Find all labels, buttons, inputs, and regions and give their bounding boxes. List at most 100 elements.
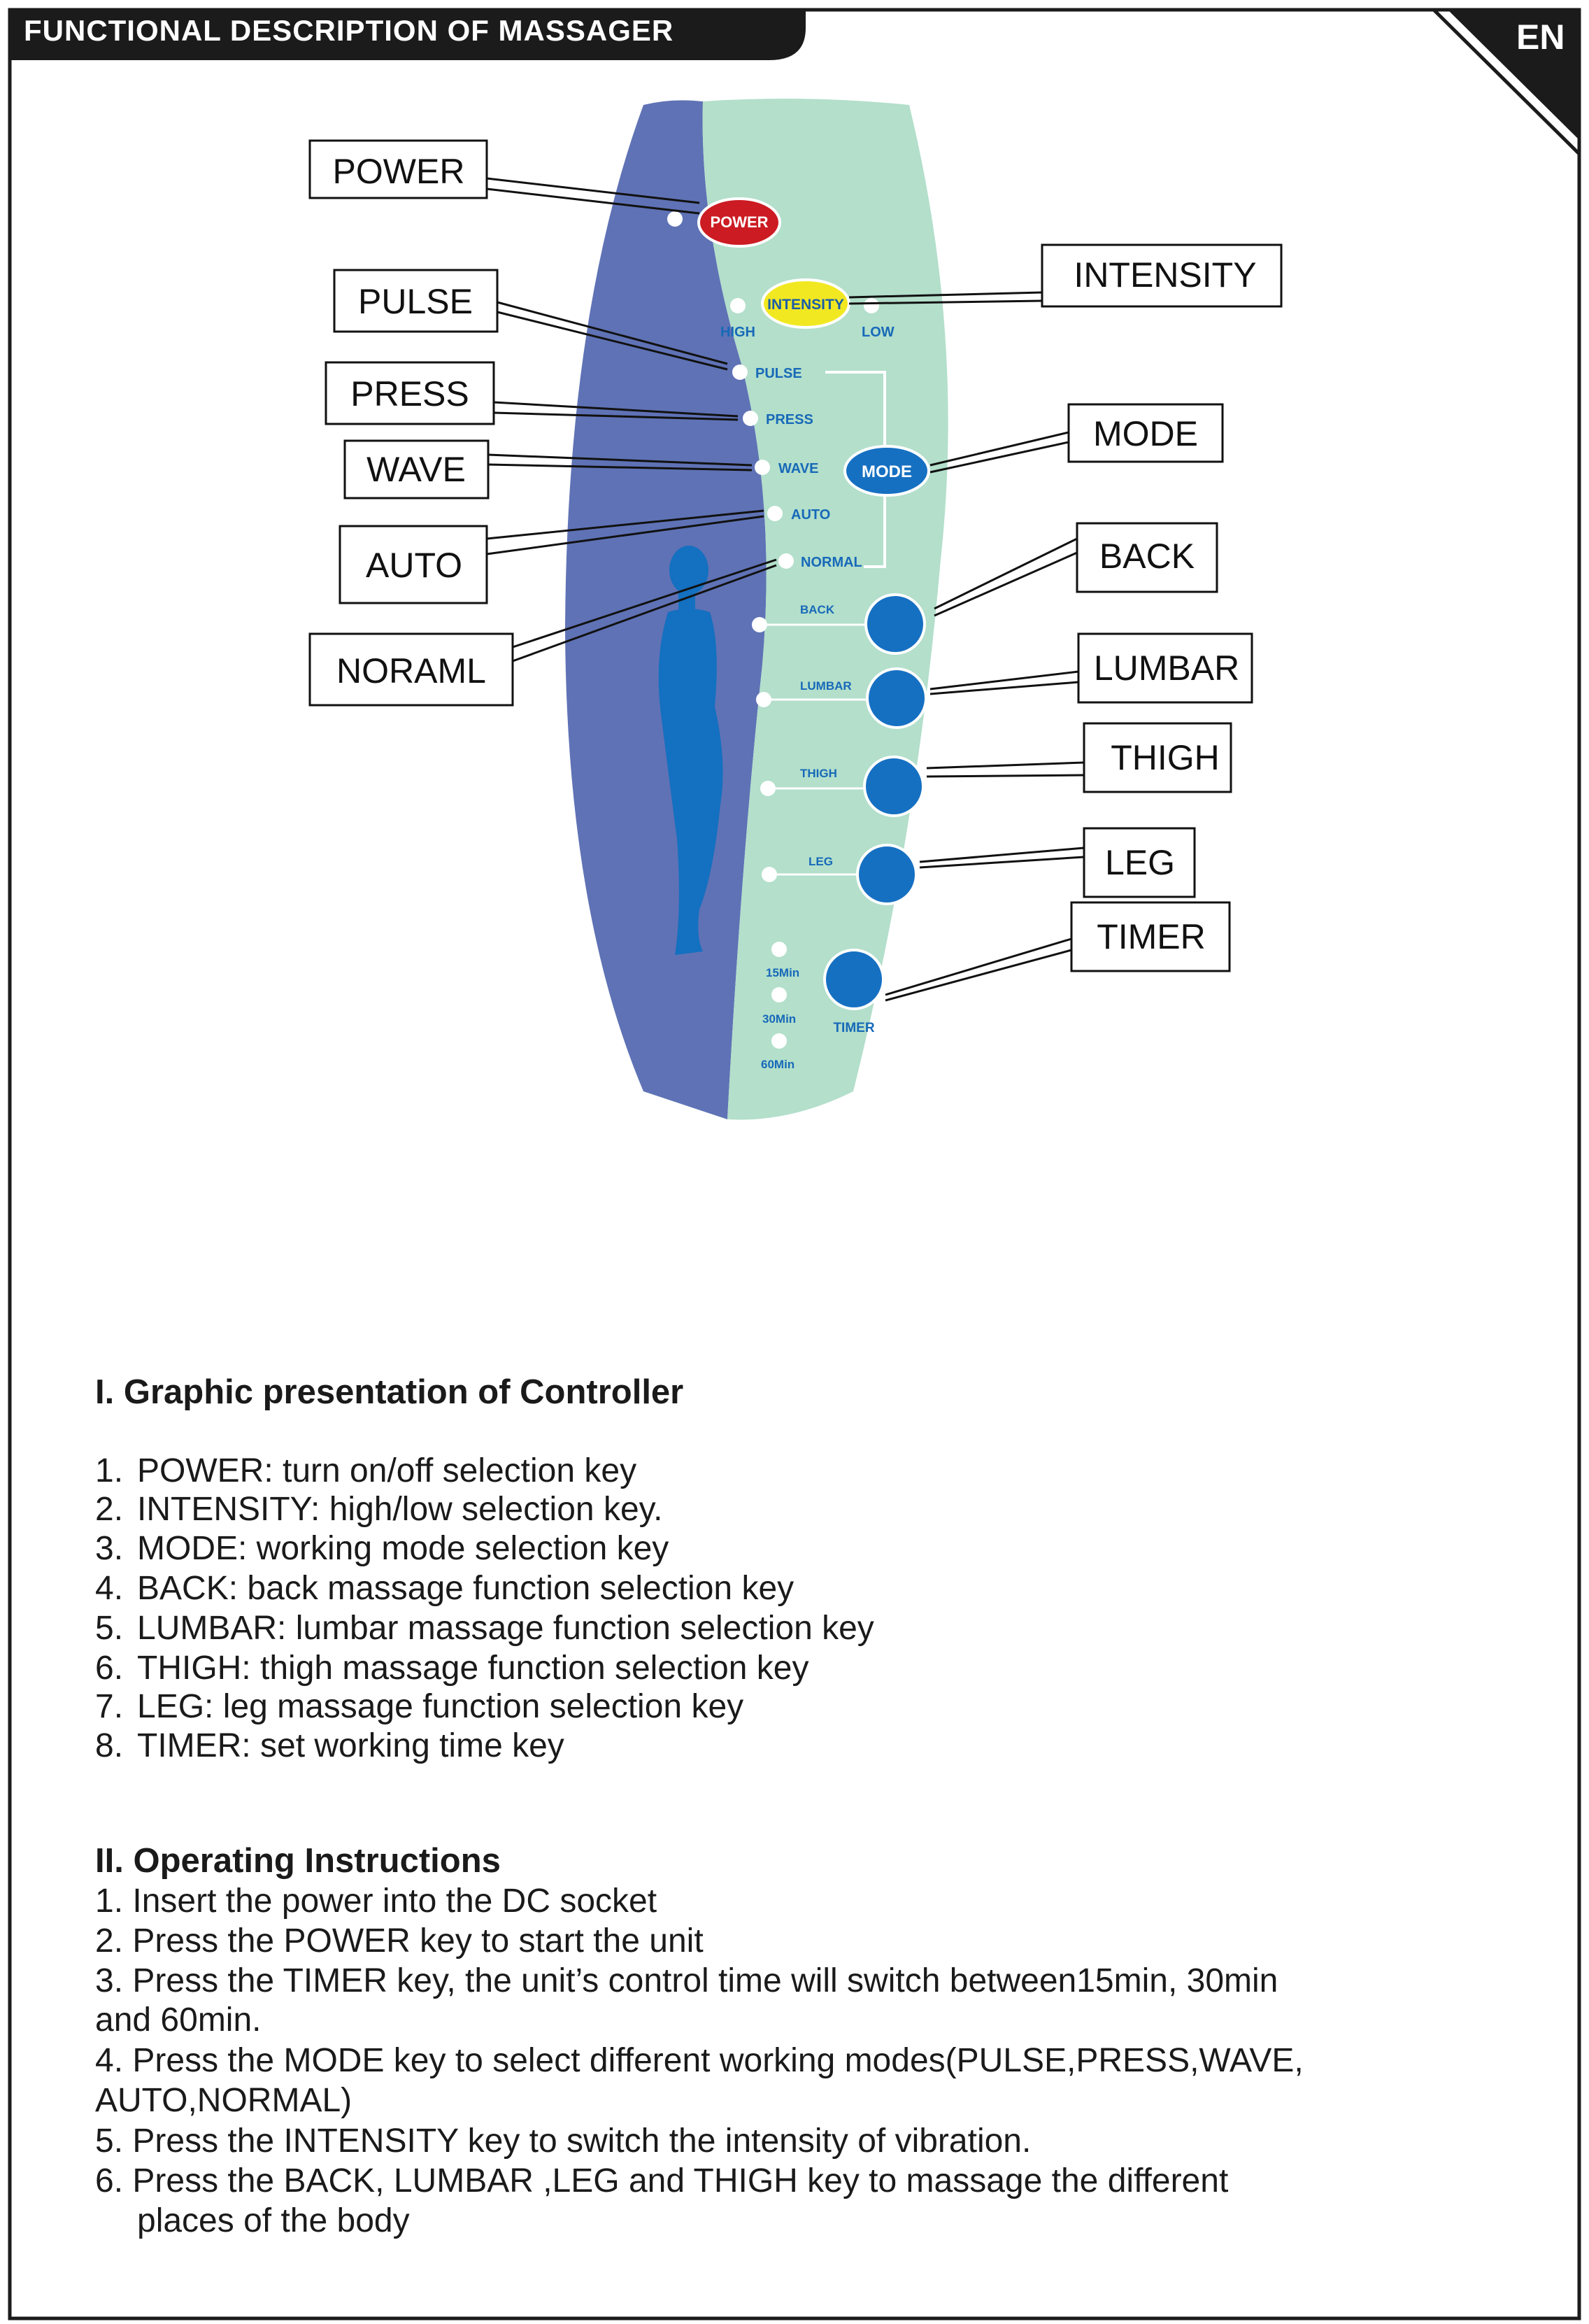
- callout-back: BACK: [1099, 537, 1195, 576]
- mode-button[interactable]: [843, 445, 930, 497]
- list-item-text: POWER: turn on/off selection key: [137, 1452, 637, 1489]
- back-indicator: [752, 617, 767, 632]
- list-item-num: 8.: [95, 1727, 124, 1764]
- callout-wave: WAVE: [366, 450, 466, 489]
- list-item-text: INTENSITY: high/low selection key.: [137, 1491, 663, 1528]
- high-indicator: [730, 298, 746, 313]
- list-item: 4. BACK: back massage function selection …: [95, 1569, 794, 1608]
- thigh-panel-label: THIGH: [800, 767, 837, 780]
- list-item: 6. THIGH: thigh massage function selectio…: [95, 1649, 808, 1687]
- wave-label: WAVE: [778, 461, 818, 476]
- callout-intensity: INTENSITY: [1074, 255, 1256, 295]
- list-item-num: 4.: [95, 1570, 124, 1607]
- callout-thigh: THIGH: [1111, 738, 1220, 777]
- power-button-label: POWER: [710, 213, 768, 231]
- header-title: FUNCTIONAL DESCRIPTION OF MASSAGER: [24, 14, 674, 47]
- timer-button-label: TIMER: [833, 1021, 874, 1035]
- callout-timer: TIMER: [1097, 917, 1206, 956]
- remote-back-shape: [565, 100, 767, 1119]
- low-label: LOW: [862, 325, 895, 340]
- callout-power: POWER: [333, 152, 465, 191]
- list-item-text: MODE: working mode selection key: [137, 1530, 669, 1567]
- lang-badge: EN: [1516, 17, 1565, 57]
- body-figure: [658, 546, 723, 955]
- list-item-text: LEG: leg massage function selection key: [137, 1688, 744, 1725]
- callout-mode: MODE: [1093, 414, 1198, 453]
- normal-label: NORMAL: [801, 555, 862, 570]
- mode-button-label: MODE: [862, 462, 912, 481]
- panel-controls: POWER INTENSITY HIGH LOW PULSE PRESS WAV…: [667, 197, 930, 1071]
- lumbar-indicator: [756, 692, 771, 707]
- list-item: 3. MODE: working mode selection key: [95, 1529, 669, 1568]
- pulse-indicator: [732, 364, 748, 380]
- callout-normal: NORAML: [336, 651, 486, 690]
- list-item-num: 7.: [95, 1688, 124, 1725]
- wave-indicator: [755, 460, 770, 475]
- instruction-line: 6. Press the BACK, LUMBAR ,LEG and THIGH…: [95, 2162, 1229, 2199]
- callouts: [308, 139, 1283, 1002]
- power-indicator: [667, 211, 683, 227]
- timer-15-indicator: [771, 942, 787, 957]
- instruction-line: AUTO,NORMAL): [95, 2082, 352, 2119]
- instruction-line: 3. Press the TIMER key, the unit’s contr…: [95, 1962, 1278, 1999]
- instruction-line: and 60min.: [95, 2001, 262, 2039]
- lumbar-button[interactable]: [866, 667, 927, 729]
- high-label: HIGH: [720, 325, 755, 340]
- list-item: 8. TIMER: set working time key: [95, 1727, 564, 1765]
- callout-pulse: PULSE: [358, 282, 473, 321]
- list-item: 2.INTENSITY: high/low selection key.: [95, 1490, 662, 1529]
- header-tab: [10, 10, 804, 59]
- list-item-text: BACK: back massage function selection ke…: [137, 1570, 794, 1607]
- controller-diagram: POWER INTENSITY HIGH LOW PULSE PRESS WAV…: [308, 99, 1283, 1120]
- list-item-num: 6.: [95, 1650, 124, 1687]
- list-item-num: 5.: [95, 1610, 124, 1647]
- section1-heading: I. Graphic presentation of Controller: [95, 1373, 684, 1411]
- instruction-line: places of the body: [137, 2202, 410, 2239]
- normal-indicator: [778, 553, 794, 569]
- auto-indicator: [767, 506, 783, 521]
- section2-heading: II. Operating Instructions: [95, 1842, 501, 1880]
- list-item-num: 1.: [95, 1452, 124, 1489]
- lang-corner: [1448, 10, 1579, 140]
- timer-30-label: 30Min: [762, 1012, 796, 1026]
- instruction-line: 4. Press the MODE key to select differen…: [95, 2042, 1304, 2079]
- lumbar-panel-label: LUMBAR: [800, 679, 852, 693]
- instruction-line: 2. Press the POWER key to start the unit: [95, 1922, 704, 1960]
- list-item-text: THIGH: thigh massage function selection …: [137, 1650, 809, 1687]
- auto-label: AUTO: [791, 507, 830, 523]
- callout-labels: POWER PULSE PRESS WAVE AUTO NORAML INTEN…: [333, 152, 1257, 956]
- list-item: 1. POWER: turn on/off selection key: [95, 1452, 636, 1490]
- back-button[interactable]: [864, 593, 926, 655]
- thigh-button[interactable]: [863, 756, 925, 817]
- list-item-text: TIMER: set working time key: [137, 1727, 564, 1764]
- timer-60-indicator: [771, 1033, 787, 1049]
- timer-button[interactable]: [823, 949, 885, 1010]
- timer-15-label: 15Min: [766, 966, 799, 979]
- timer-30-indicator: [771, 987, 787, 1002]
- instruction-line: 1. Insert the power into the DC socket: [95, 1883, 657, 1920]
- list-item-num: 3.: [95, 1530, 124, 1567]
- mode-bracket-bottom: [864, 493, 886, 568]
- leg-panel-label: LEG: [808, 855, 833, 868]
- instruction-line: 5. Press the INTENSITY key to switch the…: [95, 2123, 1032, 2160]
- callout-press: PRESS: [350, 374, 469, 413]
- leg-button[interactable]: [856, 844, 918, 905]
- list-item: 7. LEG: leg massage function selection ke…: [95, 1687, 743, 1726]
- callout-lumbar: LUMBAR: [1094, 649, 1239, 688]
- press-label: PRESS: [766, 412, 813, 427]
- callout-leg: LEG: [1105, 843, 1175, 882]
- list-item-text: LUMBAR: lumbar massage function selectio…: [137, 1610, 874, 1647]
- press-indicator: [743, 411, 758, 426]
- intensity-button-label: INTENSITY: [767, 297, 844, 313]
- power-button[interactable]: [697, 197, 781, 248]
- low-indicator: [864, 298, 879, 313]
- leg-indicator: [762, 867, 777, 882]
- thigh-indicator: [760, 781, 776, 796]
- timer-60-label: 60Min: [761, 1058, 794, 1071]
- pulse-label: PULSE: [755, 366, 802, 381]
- back-panel-label: BACK: [800, 603, 835, 616]
- callout-auto: AUTO: [366, 546, 462, 585]
- mode-bracket-top: [825, 371, 886, 448]
- list-item: 5. LUMBAR: lumbar massage function select…: [95, 1609, 874, 1648]
